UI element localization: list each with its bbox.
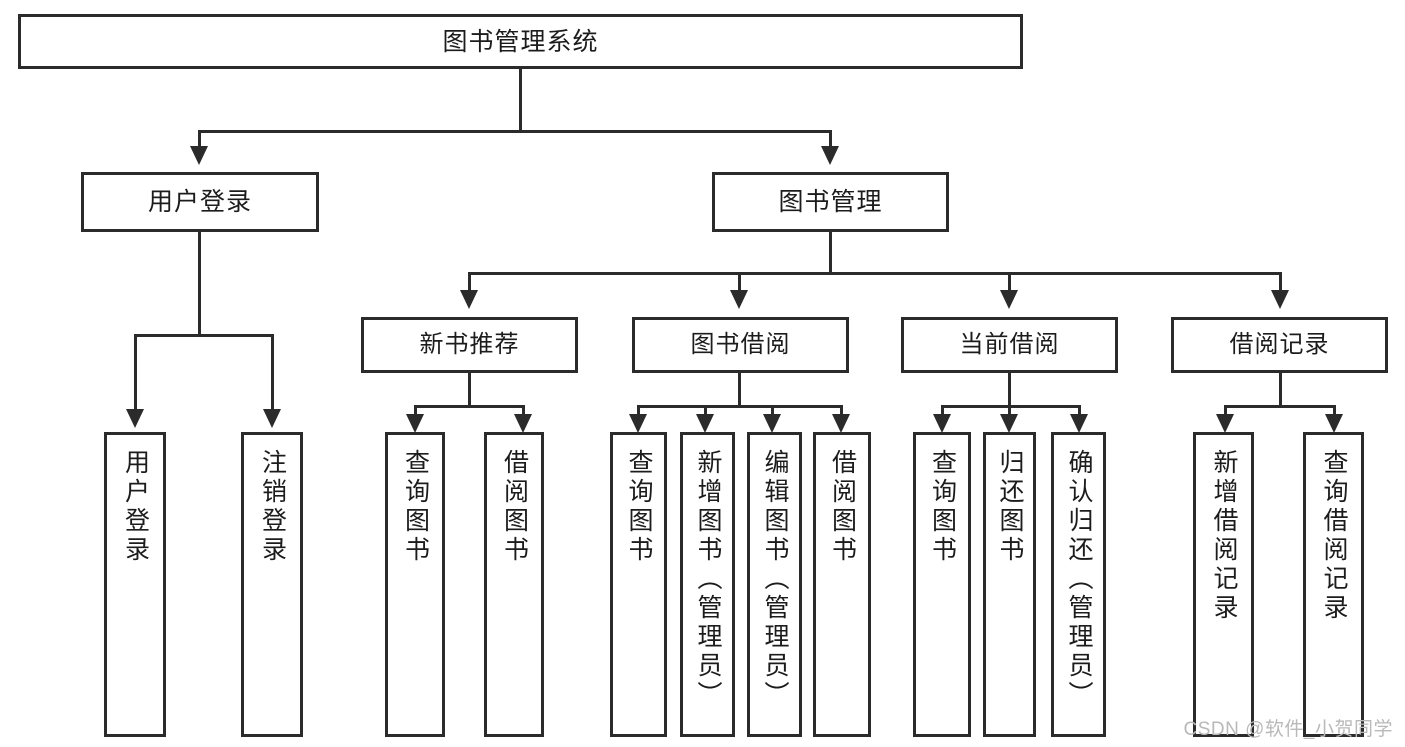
connector-new-book-stem [468, 373, 471, 408]
connector-current-borrow-drop-3 [1078, 405, 1081, 417]
node-borrow-record[interactable]: 借阅记录 [1171, 317, 1388, 373]
connector-root-bus [198, 130, 832, 133]
node-label: 新增图书（管理员） [694, 449, 722, 710]
leaf-return-book[interactable]: 归还图书 [983, 432, 1036, 737]
arrowhead-to-leaf-borrow-book-2 [832, 414, 850, 433]
connector-current-borrow-stem [1008, 373, 1011, 408]
node-label: 查询借阅记录 [1320, 449, 1348, 623]
leaf-add-borrow-record[interactable]: 新增借阅记录 [1193, 432, 1254, 737]
node-label: 当前借阅 [959, 330, 1060, 358]
node-label: 借阅图书 [500, 449, 529, 565]
connector-borrow-record-drop-2 [1333, 405, 1336, 417]
connector-book-manage-drop-3 [1008, 272, 1011, 292]
connector-new-book-drop-1 [414, 405, 417, 417]
node-root-book-management-system[interactable]: 图书管理系统 [18, 14, 1023, 69]
node-label: 归还图书 [996, 449, 1024, 565]
arrowhead-to-leaf-confirm-return [1070, 414, 1088, 433]
arrowhead-to-leaf-add-borrow-record [1216, 414, 1234, 433]
node-label: 新书推荐 [419, 330, 520, 358]
connector-root-drop-left [198, 130, 201, 148]
connector-borrow-record-drop-1 [1224, 405, 1227, 417]
arrowhead-to-leaf-edit-book-admin [763, 414, 781, 433]
leaf-query-book-borrow[interactable]: 查询图书 [610, 432, 667, 737]
leaf-query-borrow-record[interactable]: 查询借阅记录 [1303, 432, 1364, 737]
node-label: 查询图书 [928, 449, 957, 565]
node-label: 借阅图书 [828, 449, 857, 565]
leaf-add-book-admin[interactable]: 新增图书（管理员） [680, 432, 735, 737]
arrowhead-to-book-borrow [730, 290, 748, 309]
connector-root-stem [519, 69, 522, 132]
arrowhead-to-book-manage [821, 146, 839, 165]
connector-book-borrow-drop-4 [840, 405, 843, 417]
node-book-borrow[interactable]: 图书借阅 [632, 317, 849, 373]
connector-current-borrow-bus [941, 405, 1081, 408]
connector-current-borrow-drop-2 [1008, 405, 1011, 417]
leaf-user-logout[interactable]: 注销登录 [241, 432, 303, 737]
connector-root-drop-right [829, 130, 832, 148]
arrowhead-to-leaf-query-book-2 [629, 414, 647, 433]
arrowhead-to-leaf-query-borrow-record [1325, 414, 1343, 433]
connector-current-borrow-drop-1 [941, 405, 944, 417]
connector-book-manage-drop-2 [738, 272, 741, 292]
arrowhead-to-borrow-record [1271, 290, 1289, 309]
arrowhead-to-leaf-user-login [126, 409, 144, 428]
node-label: 图书借阅 [690, 330, 791, 358]
connector-borrow-record-stem [1279, 373, 1282, 408]
connector-book-manage-drop-4 [1279, 272, 1282, 292]
leaf-edit-book-admin[interactable]: 编辑图书（管理员） [747, 432, 802, 737]
connector-user-login-drop-1 [134, 334, 137, 412]
connector-book-manage-stem [829, 232, 832, 275]
arrowhead-to-leaf-query-book-3 [933, 414, 951, 433]
node-label: 图书管理系统 [442, 27, 599, 56]
arrowhead-to-new-book-recommend [460, 290, 478, 309]
arrowhead-to-leaf-query-book-1 [406, 414, 424, 433]
connector-book-borrow-drop-2 [704, 405, 707, 417]
node-label: 新增借阅记录 [1210, 449, 1238, 623]
leaf-user-login[interactable]: 用户登录 [104, 432, 166, 737]
node-label: 确认归还（管理员） [1065, 449, 1093, 710]
leaf-query-book-recommend[interactable]: 查询图书 [385, 432, 445, 737]
node-label: 借阅记录 [1229, 330, 1330, 358]
node-current-borrow[interactable]: 当前借阅 [901, 317, 1118, 373]
arrowhead-to-leaf-user-logout [263, 409, 281, 428]
arrowhead-to-current-borrow [1000, 290, 1018, 309]
node-label: 用户登录 [121, 449, 150, 565]
connector-book-borrow-stem [738, 373, 741, 408]
connector-user-login-bus [134, 334, 274, 337]
connector-book-manage-drop-1 [468, 272, 471, 292]
arrowhead-to-leaf-borrow-book-1 [514, 414, 532, 433]
node-label: 用户登录 [147, 188, 252, 216]
leaf-query-book-current[interactable]: 查询图书 [913, 432, 971, 737]
csdn-watermark: CSDN @软件_小贺同学 [1183, 719, 1393, 740]
connector-book-borrow-drop-3 [771, 405, 774, 417]
node-label: 编辑图书（管理员） [761, 449, 789, 710]
node-user-login[interactable]: 用户登录 [81, 172, 319, 232]
connector-book-borrow-bus [637, 405, 843, 408]
leaf-borrow-book-borrow[interactable]: 借阅图书 [813, 432, 871, 737]
node-label: 图书管理 [778, 188, 883, 216]
arrowhead-to-user-login [190, 146, 208, 165]
node-new-book-recommend[interactable]: 新书推荐 [361, 317, 578, 373]
node-label: 查询图书 [625, 449, 653, 565]
node-book-manage[interactable]: 图书管理 [712, 172, 949, 232]
connector-new-book-drop-2 [522, 405, 525, 417]
connector-user-login-stem [198, 232, 201, 337]
connector-borrow-record-bus [1224, 405, 1336, 408]
connector-book-borrow-drop-1 [637, 405, 640, 417]
node-label: 查询图书 [401, 449, 430, 565]
arrowhead-to-leaf-add-book-admin [696, 414, 714, 433]
connector-new-book-bus [414, 405, 525, 408]
connector-book-manage-bus [468, 272, 1282, 275]
arrowhead-to-leaf-return-book [1000, 414, 1018, 433]
node-label: 注销登录 [258, 449, 287, 565]
connector-user-login-drop-2 [271, 334, 274, 412]
leaf-confirm-return-admin[interactable]: 确认归还（管理员） [1051, 432, 1106, 737]
leaf-borrow-book-recommend[interactable]: 借阅图书 [484, 432, 544, 737]
